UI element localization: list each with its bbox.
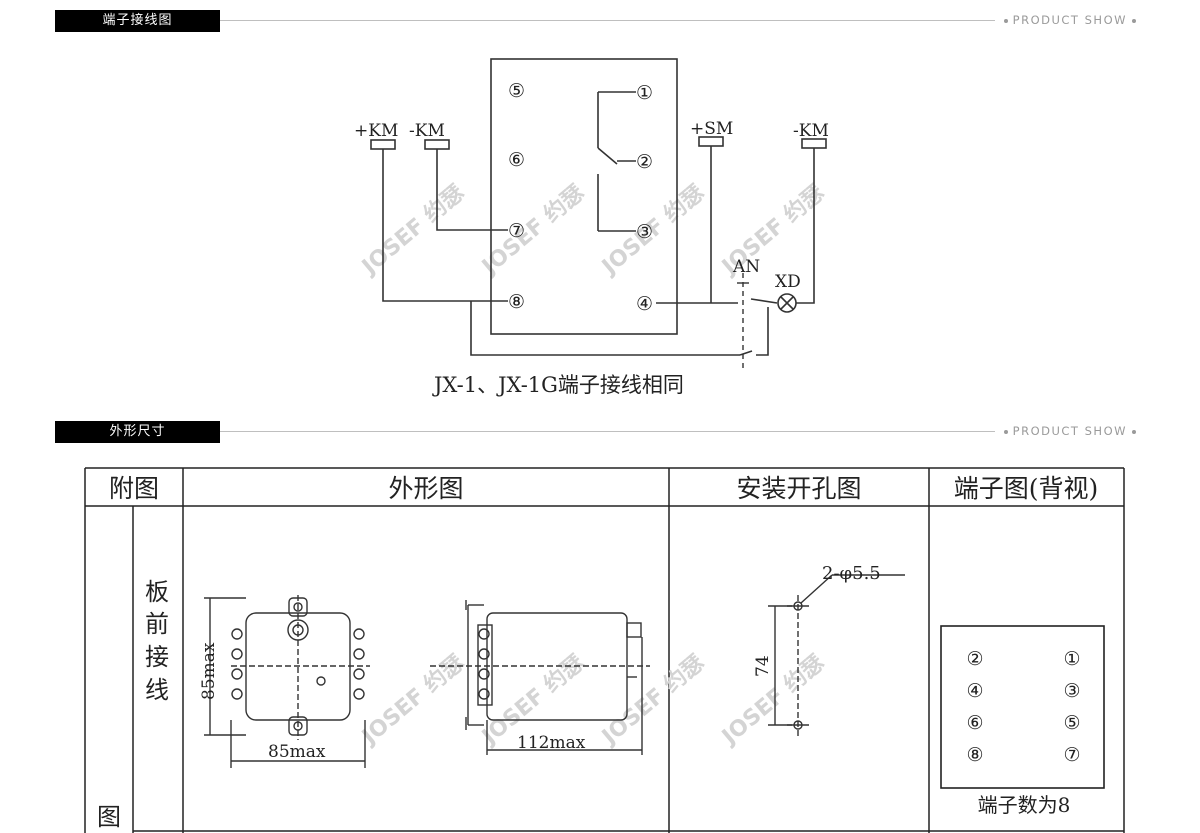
terminal-label: ⑧	[966, 744, 983, 766]
terminal-label: ⑥	[966, 712, 983, 734]
supply-label: +KM	[354, 121, 398, 141]
section-tag-text: PRODUCT SHOW	[1012, 13, 1127, 27]
section-title-wiring: 端子接线图	[55, 10, 220, 32]
terminal-count: 端子数为8	[978, 793, 1071, 817]
front-view-drawing	[204, 595, 370, 768]
section-divider	[220, 431, 1145, 432]
section-tag: PRODUCT SHOW	[994, 13, 1145, 27]
lamp-label: XD	[775, 272, 801, 292]
terminal-6: ⑥	[508, 149, 525, 171]
svg-text:JOSEF 约瑟: JOSEF 约瑟	[596, 650, 710, 751]
spacing-label: 74	[753, 655, 773, 677]
row-label-char: 线	[145, 676, 169, 704]
header-appendix: 附图	[109, 474, 159, 503]
terminal-1: ①	[636, 82, 653, 104]
section-title-dimensions: 外形尺寸	[55, 421, 220, 443]
supply-terminal	[424, 139, 450, 150]
dot-icon	[1003, 429, 1008, 434]
terminal-8: ⑧	[508, 291, 525, 313]
supply-label: -KM	[409, 121, 445, 141]
supply-label: -KM	[793, 121, 829, 141]
terminal-box	[940, 625, 1105, 789]
terminal-label: ④	[966, 680, 983, 702]
section-divider	[220, 20, 1145, 21]
terminal-label: ⑤	[1063, 712, 1080, 734]
section-tag: PRODUCT SHOW	[994, 424, 1145, 438]
terminal-label: ③	[1063, 680, 1080, 702]
lamp-icon	[777, 293, 797, 313]
mount-drawing	[768, 574, 905, 737]
row-label-char: 板	[145, 578, 169, 606]
header-terminal: 端子图(背视)	[954, 474, 1099, 503]
side-label: 图	[97, 803, 121, 831]
terminal-label: ⑦	[1063, 744, 1080, 766]
header-mount: 安装开孔图	[736, 474, 861, 503]
row-label-char: 接	[145, 643, 169, 671]
side-view-drawing	[430, 600, 650, 755]
supply-terminal	[370, 139, 396, 150]
supply-label: +SM	[690, 119, 733, 139]
terminal-2: ②	[636, 151, 653, 173]
section-tag-text: PRODUCT SHOW	[1012, 424, 1127, 438]
depth-dim-label: 112max	[517, 733, 586, 753]
dot-icon	[1003, 18, 1008, 23]
wiring-caption: JX-1、JX-1G端子接线相同	[432, 373, 684, 397]
terminal-5: ⑤	[508, 80, 525, 102]
svg-text:JOSEF 约瑟: JOSEF 约瑟	[356, 650, 470, 751]
terminal-label: ①	[1063, 648, 1080, 670]
button-label: AN	[732, 257, 760, 277]
height-dim-label: 85max	[199, 642, 219, 700]
row-label-char: 前	[145, 610, 169, 638]
wiring-diagram: JOSEF 约瑟 JOSEF 约瑟 JOSEF 约瑟 JOSEF 约瑟	[354, 58, 829, 397]
terminal-3: ③	[636, 221, 653, 243]
width-dim-label: 85max	[268, 742, 326, 762]
header-outline: 外形图	[388, 474, 463, 503]
terminal-label: ②	[966, 648, 983, 670]
hole-spec-label: 2-φ5.5	[822, 563, 881, 584]
relay-body	[490, 58, 678, 335]
dot-icon	[1132, 429, 1136, 434]
dimensions-table: 附图 外形图 安装开孔图 端子图(背视) 板 前 接 线 图 JOSEF 约瑟 …	[84, 467, 1125, 833]
terminal-4: ④	[636, 293, 653, 315]
terminal-7: ⑦	[508, 220, 525, 242]
dot-icon	[1132, 18, 1136, 23]
